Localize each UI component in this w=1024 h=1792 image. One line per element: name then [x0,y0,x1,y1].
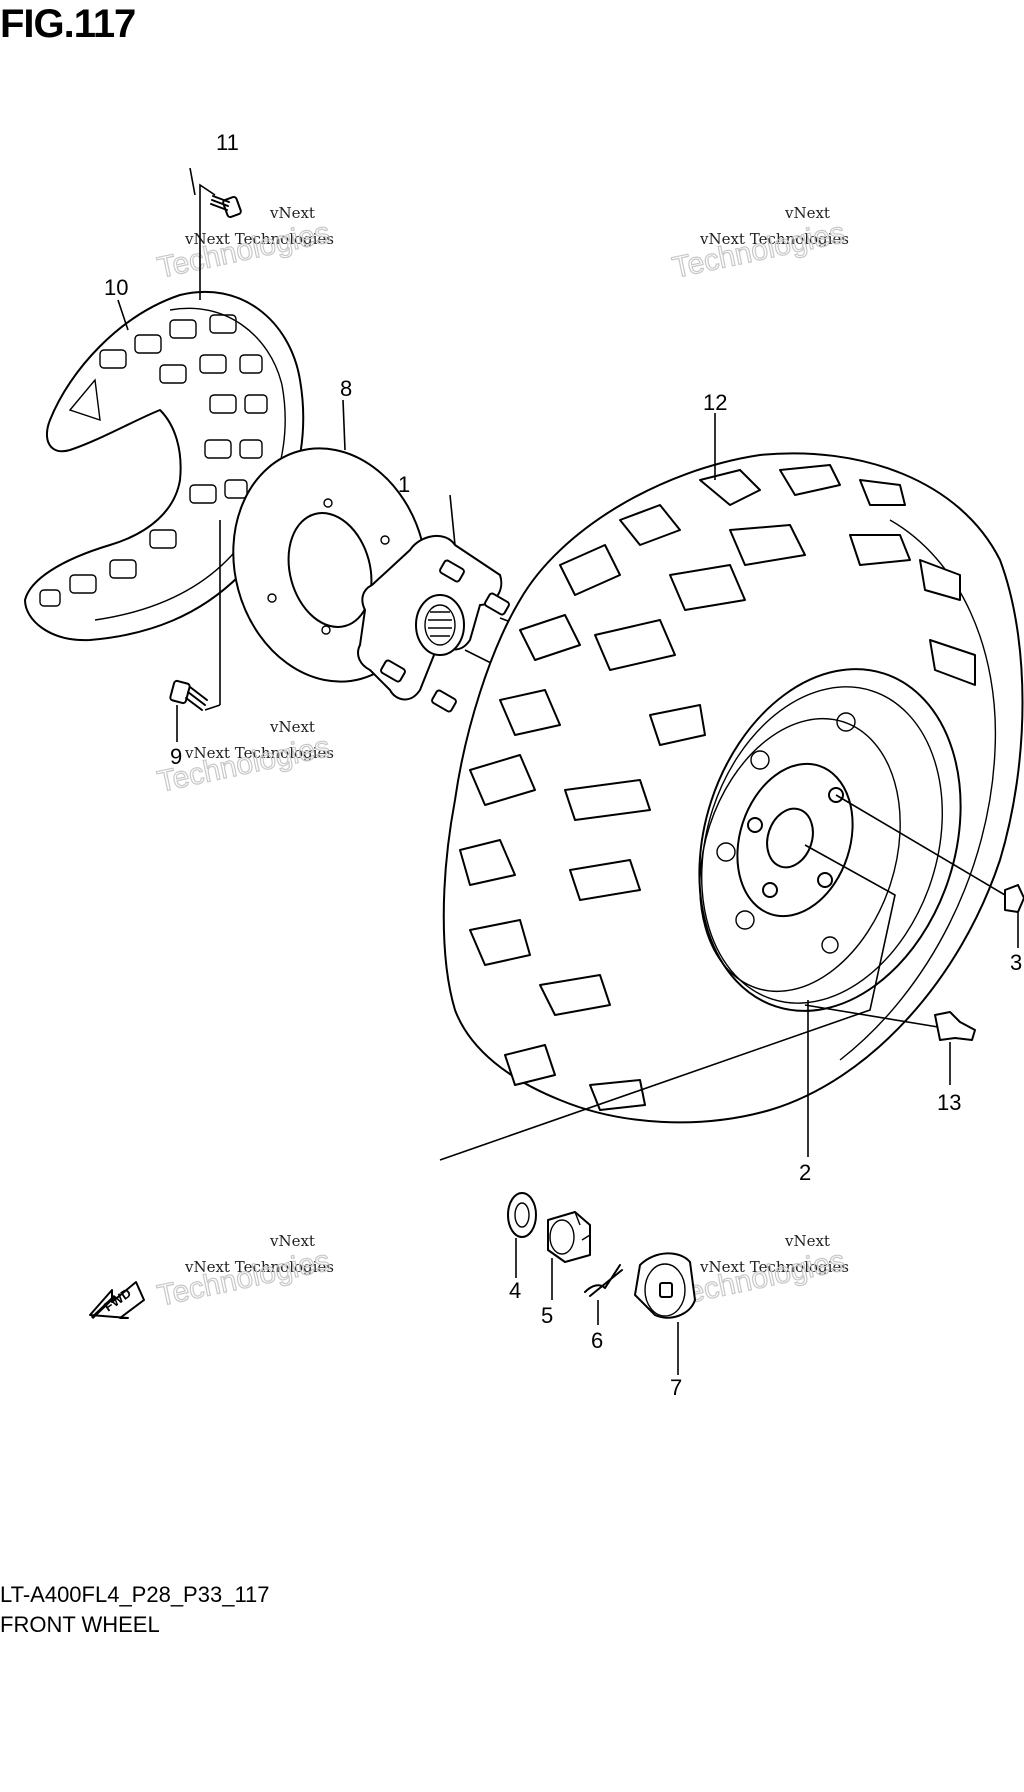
wheel-rim-part-2 [439,668,962,1161]
callout-5: 5 [541,1303,553,1328]
callout-4: 4 [509,1278,521,1303]
wheel-nut-part-3 [835,794,1024,948]
callout-7: 7 [670,1375,682,1400]
callout-1: 1 [398,472,410,497]
callout-9: 9 [170,744,182,769]
watermark-text: vNext [784,1232,830,1250]
cotter-pin-part-6 [584,1264,623,1325]
callout-12: 12 [703,390,727,415]
valve-stem-part-13 [804,1004,976,1085]
watermark-text: vNext Technologies [184,744,334,762]
bolt-part-9 [169,679,208,711]
hub-cap-part-7 [634,1252,696,1375]
castle-nut-part-5 [547,1211,591,1300]
section-name: FRONT WHEEL [0,1612,160,1637]
callout-labels: 1 2 3 4 5 6 7 8 9 10 11 12 13 [104,130,1022,1400]
watermark: vNext vNext Technologies Technologies [669,1232,849,1313]
fwd-arrow-icon: FWD [89,1281,145,1320]
watermark-text: Technologies [670,216,848,285]
leader-8 [342,399,346,451]
watermark-text: vNext Technologies [184,230,334,248]
watermark: vNext vNext Technologies Technologies [154,204,334,285]
callout-11: 11 [216,130,239,155]
bolt-leader-bracket [199,183,221,711]
watermark-text: vNext [269,718,315,736]
callout-13: 13 [937,1090,961,1115]
figure-title: FIG.117 [0,2,136,46]
bolt-part-11 [210,195,242,219]
watermark-text: vNext Technologies [699,1258,849,1276]
callout-8: 8 [340,376,352,401]
model-code: LT-A400FL4_P28_P33_117 [0,1582,270,1607]
callout-leaders [117,167,809,1157]
callout-10: 10 [104,275,128,300]
watermark: vNext vNext Technologies Technologies [669,204,849,285]
watermark-text: vNext [269,1232,315,1250]
callout-3: 3 [1010,950,1022,975]
watermark-text: vNext Technologies [699,230,849,248]
leader-10 [117,299,129,331]
washer-part-4 [507,1192,537,1278]
tire-tread-blocks [459,464,976,1111]
callout-6: 6 [591,1328,603,1353]
callout-2: 2 [799,1160,811,1185]
watermark-text: Technologies [670,1244,848,1313]
watermark-text: Technologies [155,1244,333,1313]
leader-11 [189,167,196,196]
watermark-text: vNext [269,204,315,222]
watermark-text: vNext Technologies [184,1258,334,1276]
watermark: vNext vNext Technologies Technologies [154,1232,334,1313]
leader-1 [449,494,456,546]
guard-vent-slots [39,314,268,607]
watermark-text: vNext [784,204,830,222]
watermark-text: Technologies [155,216,333,285]
